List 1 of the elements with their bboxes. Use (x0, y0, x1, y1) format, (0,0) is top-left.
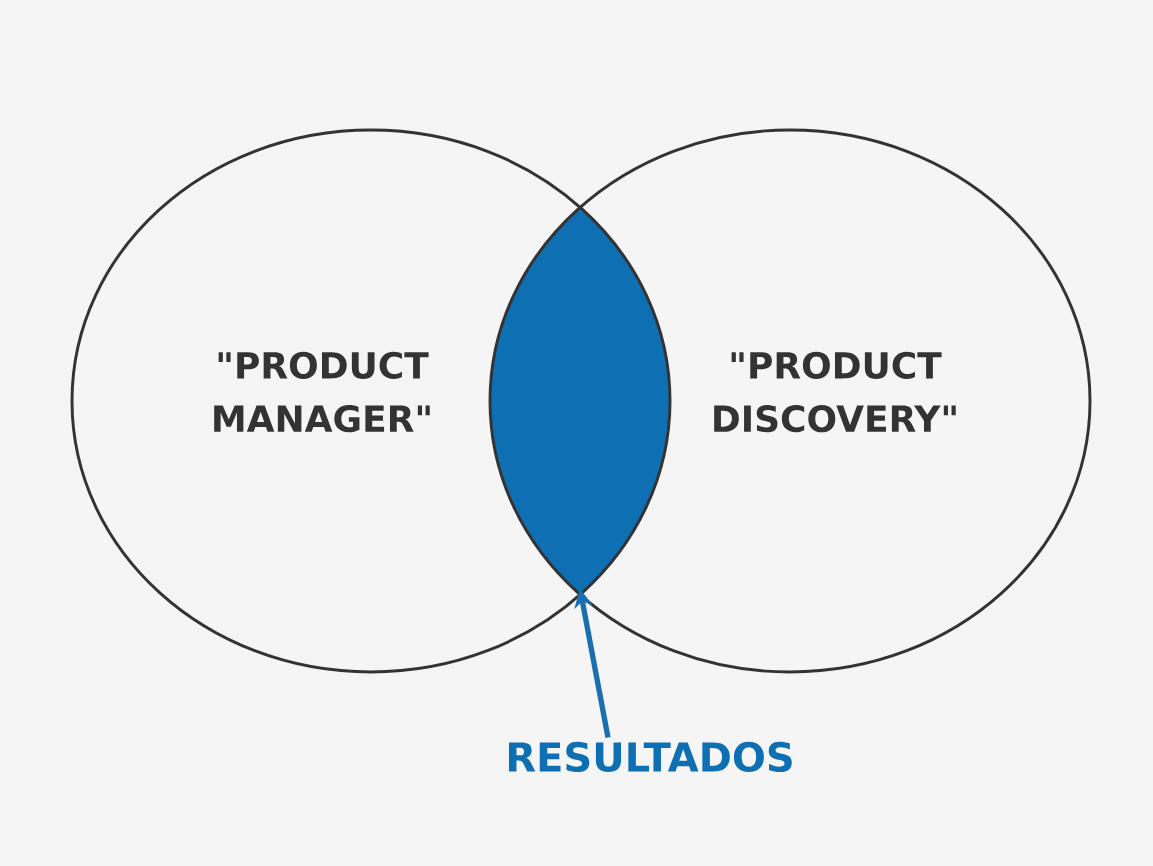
callout-text: RESULTADOS (508, 741, 792, 773)
